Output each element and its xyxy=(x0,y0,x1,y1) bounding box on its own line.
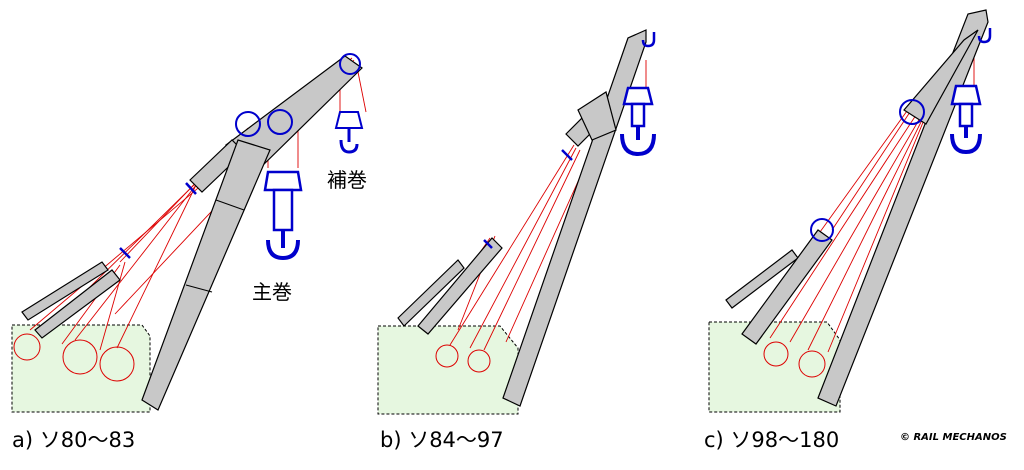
jib-strut xyxy=(417,237,503,335)
winch-drum-icon xyxy=(435,344,459,368)
winch-drum-icon xyxy=(467,349,491,373)
rear-jib xyxy=(397,259,465,327)
hook-block-main xyxy=(950,84,982,155)
panel-b xyxy=(377,29,656,415)
main-hook-label: 主巻 xyxy=(252,280,292,304)
pulley-sheave-icon xyxy=(899,99,925,125)
rear-jib xyxy=(21,261,109,321)
main-boom xyxy=(817,9,989,407)
panel-c xyxy=(708,9,992,413)
pulley-sheave-icon xyxy=(810,218,834,242)
caption-c: c) ソ98～180 xyxy=(704,428,840,452)
aux-hook-label: 補巻 xyxy=(327,168,367,192)
winch-drum-icon xyxy=(763,341,789,367)
hook-block-aux xyxy=(641,32,656,48)
winch-drum-icon xyxy=(13,333,41,361)
pulley-sheave-icon xyxy=(235,111,261,137)
hook-block-aux xyxy=(977,28,992,44)
winch-drum-icon xyxy=(62,339,98,375)
hook-block-main xyxy=(263,170,303,261)
sheaves xyxy=(235,53,361,137)
jib-strut xyxy=(34,269,121,339)
winch-drum-icon xyxy=(798,350,826,378)
boom-strut xyxy=(903,29,979,125)
winch-drums xyxy=(435,344,491,373)
caption-a: a) ソ80～83 xyxy=(12,428,136,452)
main-boom xyxy=(502,29,647,407)
credit-text: © RAIL MECHANOS xyxy=(900,432,1007,443)
hook-block-main xyxy=(620,86,656,157)
pulley-sheave-icon xyxy=(339,53,361,75)
hook-block-aux xyxy=(334,111,364,154)
pulley-sheave-icon xyxy=(267,109,293,135)
car-body xyxy=(11,324,151,413)
panel-a xyxy=(11,53,367,413)
car-body xyxy=(377,325,519,415)
jib-strut xyxy=(741,229,833,345)
caption-b: b) ソ84～97 xyxy=(380,428,504,452)
winch-drums xyxy=(763,341,826,378)
